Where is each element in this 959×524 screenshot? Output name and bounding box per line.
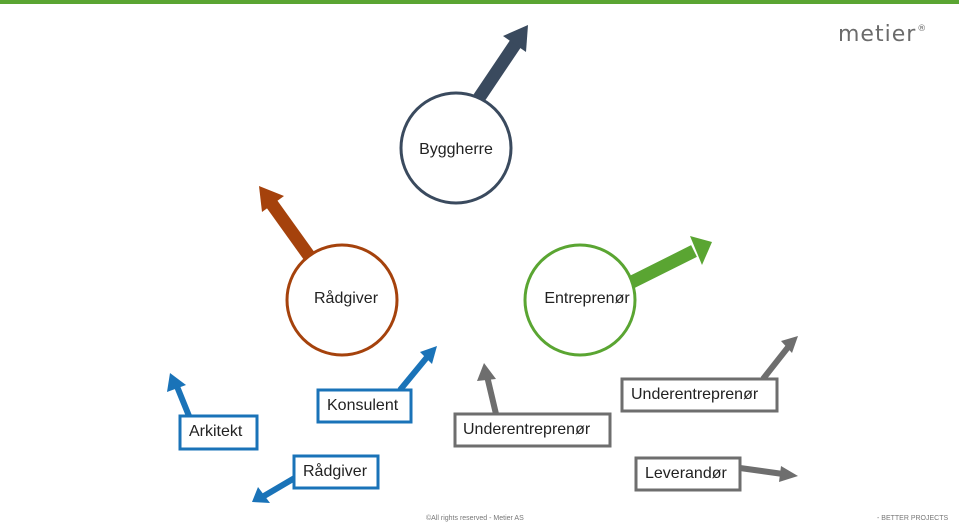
underentreprenor-1-arrow — [477, 363, 499, 415]
radgiver-circle-label: Rådgiver — [313, 290, 379, 307]
radgiver-box — [292, 454, 380, 490]
konsulent-arrow — [397, 346, 437, 392]
underentreprenor-2-box — [620, 377, 779, 413]
byggherre-label: Byggherre — [419, 141, 493, 158]
arkitekt-arrow — [167, 373, 192, 418]
radgiver-arrow — [259, 186, 318, 264]
entreprenor-arrow — [629, 236, 712, 288]
arkitekt-label: Arkitekt — [189, 423, 243, 440]
copyright-text: ©All rights reserved - Metier AS — [426, 515, 524, 522]
underentreprenor-1-label: Underentreprenør — [463, 421, 591, 438]
radgiver-box-arrow — [252, 473, 300, 503]
metier-logo: metier® — [838, 22, 928, 47]
byggherre-circle — [399, 91, 513, 205]
entreprenor-label: Entreprenør — [544, 290, 630, 307]
top-accent-bar — [0, 0, 959, 4]
byggherre-arrow — [473, 25, 528, 102]
radgiver-circle — [285, 243, 399, 357]
tagline-text: - BETTER PROJECTS — [877, 515, 949, 522]
underentreprenor-2-arrow — [760, 336, 798, 381]
konsulent-box — [316, 388, 413, 424]
radgiver-box-label: Rådgiver — [303, 463, 368, 480]
arkitekt-box — [178, 414, 259, 451]
leverandor-box — [634, 456, 742, 492]
leverandor-arrow — [739, 465, 798, 482]
konsulent-label: Konsulent — [327, 397, 399, 414]
leverandor-label: Leverandør — [645, 465, 727, 482]
entreprenor-circle — [523, 243, 637, 357]
underentreprenor-2-label: Underentreprenør — [631, 386, 759, 403]
underentreprenor-1-box — [453, 412, 612, 448]
